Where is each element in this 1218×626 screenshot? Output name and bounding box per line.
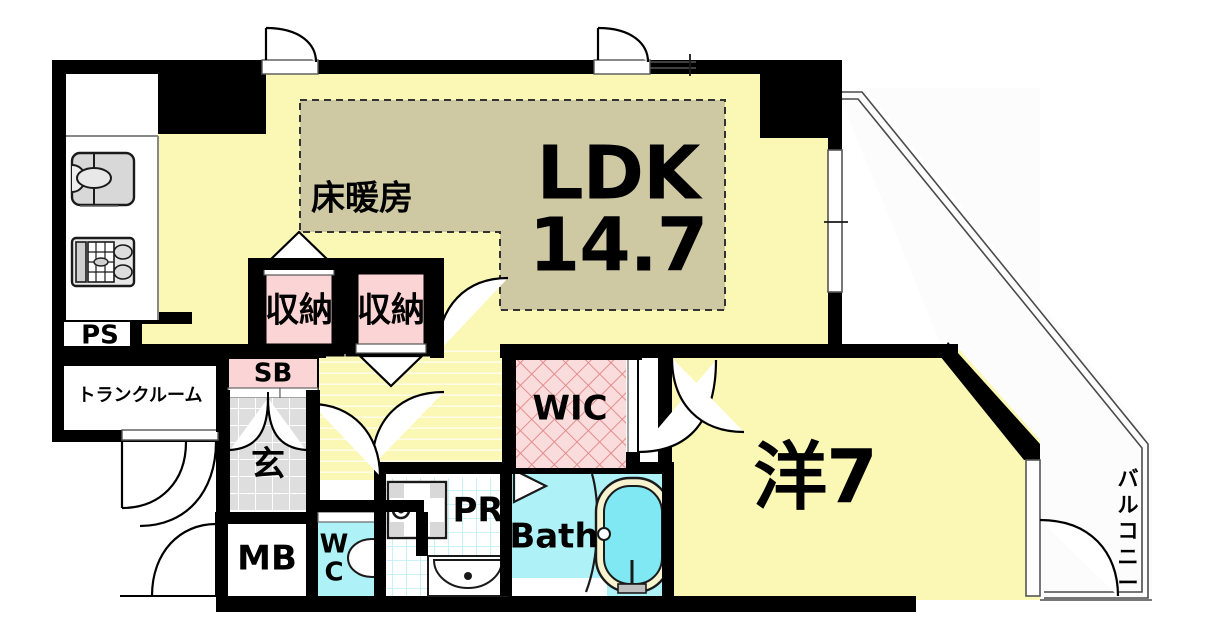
ldk-area-label: 14.7	[529, 203, 708, 289]
pr-label: PR	[452, 491, 503, 531]
trunk-room-label: トランクルーム	[78, 385, 203, 406]
trunk-room: トランクルーム	[64, 366, 216, 430]
kitchen-area	[66, 74, 159, 320]
wc-label-line1: W	[320, 530, 349, 560]
balcony-char-1: ル	[1118, 493, 1139, 517]
heated-floor-label: 床暖房	[311, 179, 413, 219]
sb-label: SB	[254, 359, 293, 389]
powder-room: PR	[382, 470, 512, 597]
ldk-labels: LDK 14.7 床暖房	[311, 131, 708, 289]
kitchen-sink-icon	[70, 151, 136, 207]
balcony-label-group: バ ル コ ニ ー	[1118, 467, 1139, 595]
meter-box: MB	[228, 524, 306, 596]
closet-left-label: 収納	[265, 291, 333, 331]
entry-door-outer	[120, 429, 219, 597]
balcony-area	[838, 88, 1152, 601]
interior-walls	[216, 258, 642, 502]
ldk-window	[824, 149, 848, 293]
bathtub-icon	[594, 476, 672, 594]
balcony-char-3: ニ	[1118, 545, 1139, 569]
shoe-box: SB	[227, 357, 319, 399]
top-door-left	[261, 26, 319, 75]
bath-door-marker	[512, 468, 549, 504]
top-door-right	[593, 26, 696, 76]
balcony-char-4: ー	[1118, 571, 1139, 595]
closet-right-open-marker	[357, 354, 425, 388]
ps-label: PS	[81, 321, 119, 351]
heated-floor-zone	[299, 99, 726, 311]
mb-label: MB	[237, 539, 297, 579]
pipe-space-room: PS	[64, 321, 130, 351]
bath-room: Bath	[509, 468, 674, 596]
washbasin-icon	[427, 555, 509, 597]
closet-right-label: 収納	[357, 291, 425, 331]
wic-label: WIC	[532, 389, 607, 429]
ldk-label: LDK	[537, 131, 704, 217]
entrance-label: 玄	[251, 445, 285, 485]
balcony-char-0: バ	[1118, 467, 1139, 491]
walk-in-closet: WIC	[514, 357, 718, 470]
bedroom-window	[1025, 459, 1041, 597]
gas-stove-icon	[70, 236, 136, 288]
bedroom: 洋7	[670, 357, 1120, 597]
bedroom-label: 洋7	[753, 435, 877, 521]
balcony-char-2: コ	[1118, 519, 1139, 543]
closet-right: 収納	[345, 261, 437, 357]
closet-left: 収納	[253, 261, 345, 357]
bath-label: Bath	[509, 517, 598, 557]
hall-door-arcs	[309, 276, 509, 477]
entrance-area: 玄	[229, 392, 307, 510]
wc-label-line2: C	[324, 558, 343, 588]
